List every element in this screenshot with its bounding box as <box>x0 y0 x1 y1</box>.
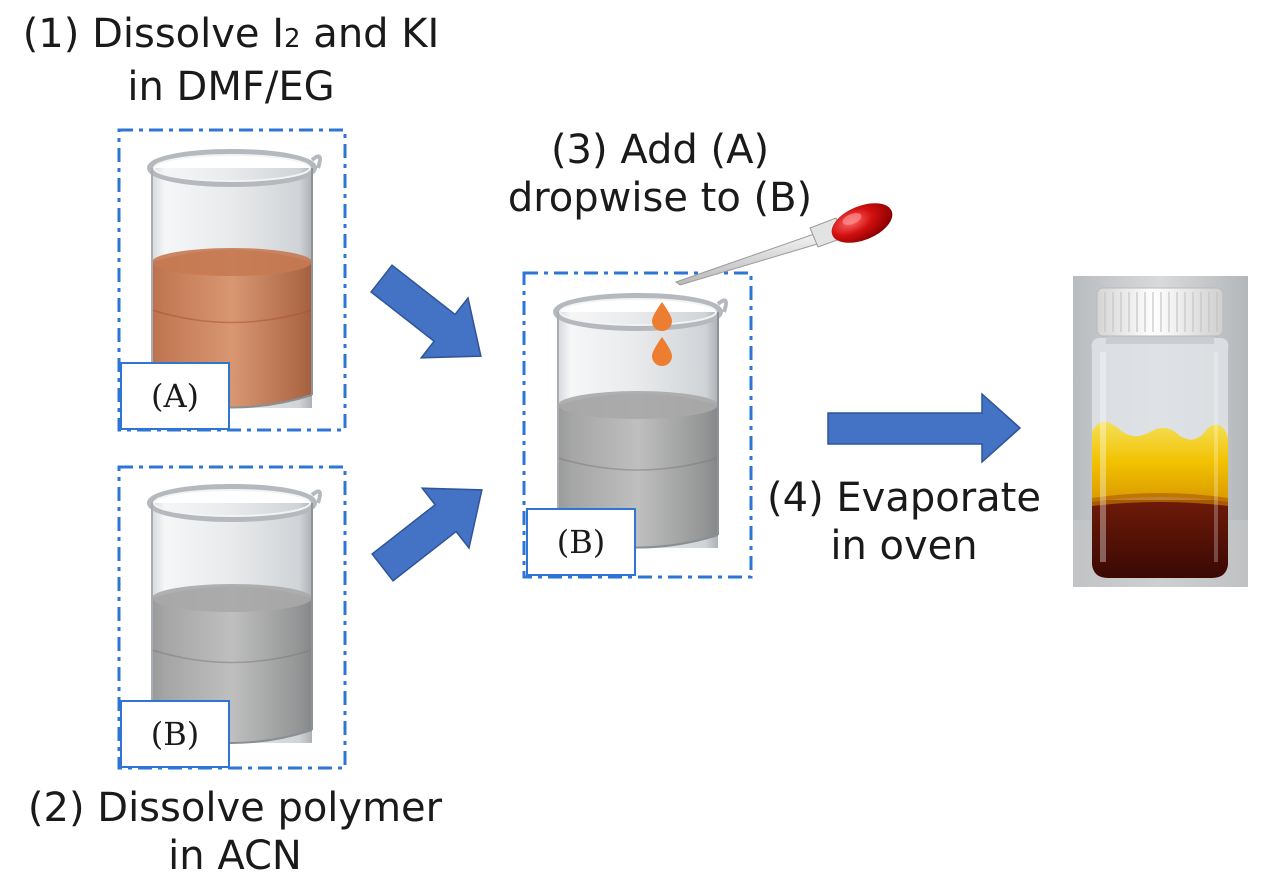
label-a: (A) <box>120 362 230 430</box>
dashed-box-mix <box>522 271 753 579</box>
step-4-line-2: in oven <box>830 523 978 569</box>
arrow-mix-to-product <box>827 392 1022 464</box>
arrow-b-to-mix <box>371 487 483 582</box>
label-b-mixed-text: (B) <box>556 523 606 561</box>
beaker-a <box>147 149 322 409</box>
droplet-1 <box>652 302 672 331</box>
product-vial-photo <box>1073 276 1248 587</box>
pipette-icon <box>674 203 893 286</box>
step-3-line-2: dropwise to (B) <box>507 175 813 221</box>
step-2-line-2: in ACN <box>168 833 302 879</box>
step-4-caption: (4) Evaporate in oven <box>760 474 1048 570</box>
step-2-line-1: (2) Dissolve polymer <box>27 785 443 831</box>
label-b: (B) <box>120 700 230 768</box>
droplet-2 <box>652 337 672 366</box>
step-1-line-1: (1) Dissolve I2 and KI <box>22 11 440 57</box>
step-2-caption: (2) Dissolve polymer in ACN <box>10 784 460 880</box>
arrow-a-to-mix <box>370 264 482 359</box>
label-a-text: (A) <box>150 377 200 415</box>
label-b-text: (B) <box>150 715 200 753</box>
step-1-line-2: in DMF/EG <box>127 64 335 110</box>
dashed-box-a <box>117 128 347 432</box>
step-4-line-1: (4) Evaporate <box>767 475 1041 521</box>
step-1-caption: (1) Dissolve I2 and KI in DMF/EG <box>0 10 462 111</box>
step-3-line-1: (3) Add (A) <box>550 127 770 173</box>
step-3-caption: (3) Add (A) dropwise to (B) <box>480 126 840 222</box>
label-b-mixed: (B) <box>526 508 636 576</box>
dashed-box-b <box>117 465 347 770</box>
